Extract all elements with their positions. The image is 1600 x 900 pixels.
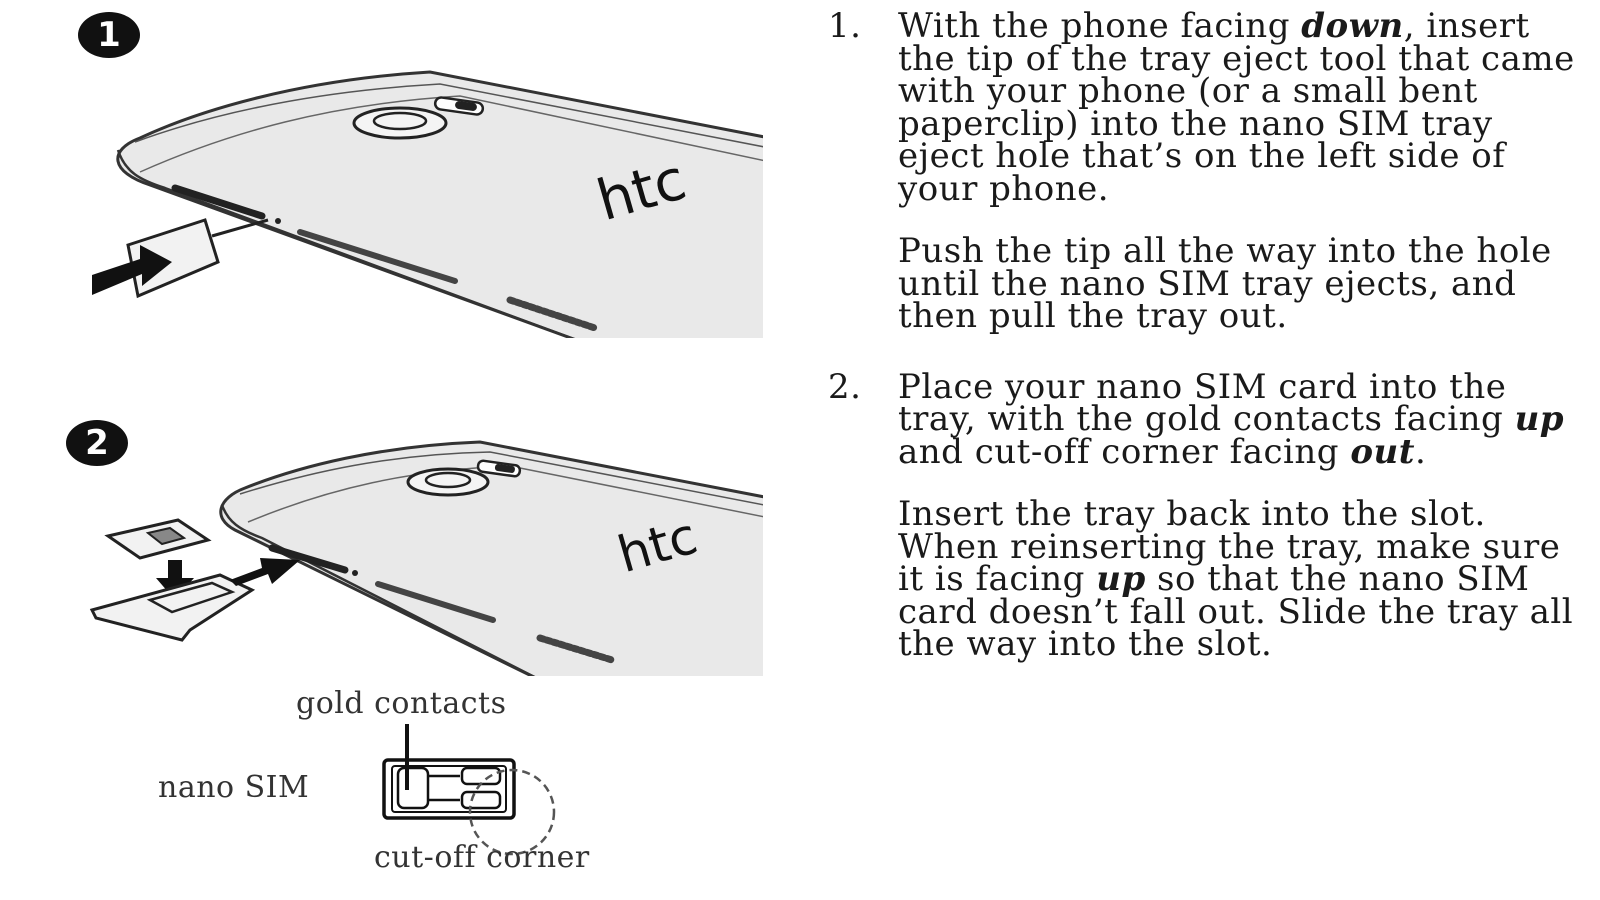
cut-off-corner-label: cut-off corner [374, 840, 590, 875]
paragraph-text: . [1414, 431, 1427, 472]
paragraph-text: so that the nano SIM card doesn’t fall o… [898, 559, 1574, 664]
paragraph-text: Place your nano SIM card into the tray, … [898, 366, 1515, 439]
step-1-badge: 1 [78, 12, 140, 58]
instruction-paragraph: Place your nano SIM card into the tray, … [898, 370, 1588, 472]
instruction-step: 1. With the phone facing down, insert the… [828, 6, 1588, 333]
paragraph-text: , insert the tip of the tray eject tool … [898, 6, 1575, 209]
emphasis-text: out [1350, 431, 1415, 472]
paragraph-text: and cut-off corner facing [898, 431, 1351, 472]
emphasis-text: down [1301, 6, 1404, 46]
instruction-paragraph: Push the tip all the way into the hole u… [898, 234, 1588, 333]
paragraph-text: Insert the tray back into the slot. When… [898, 494, 1561, 599]
instruction-step: 2. Place your nano SIM card into the tray… [828, 366, 1588, 664]
phone-illustration-step-2: htc [219, 440, 763, 676]
step-2-badge: 2 [66, 420, 128, 466]
paragraph-text: With the phone facing [898, 6, 1302, 46]
emphasis-text: up [1514, 399, 1565, 439]
step-number: 1. [828, 6, 862, 46]
phone-illustration-step-1: htc [116, 70, 763, 338]
nano-sim-diagram [382, 724, 556, 856]
emphasis-text: up [1096, 559, 1146, 599]
instruction-paragraph: With the phone facing down, insert the t… [898, 9, 1588, 205]
nano-sim-label: nano SIM [158, 770, 310, 805]
gold-contacts-label: gold contacts [296, 686, 507, 721]
instruction-paragraph: Insert the tray back into the slot. When… [898, 497, 1588, 664]
step-number: 2. [828, 366, 862, 407]
illustration: htc htc [89, 70, 763, 856]
instructions-list: 1. With the phone facing down, insert the… [828, 6, 1588, 664]
paragraph-text: Push the tip all the way into the hole u… [898, 231, 1552, 336]
